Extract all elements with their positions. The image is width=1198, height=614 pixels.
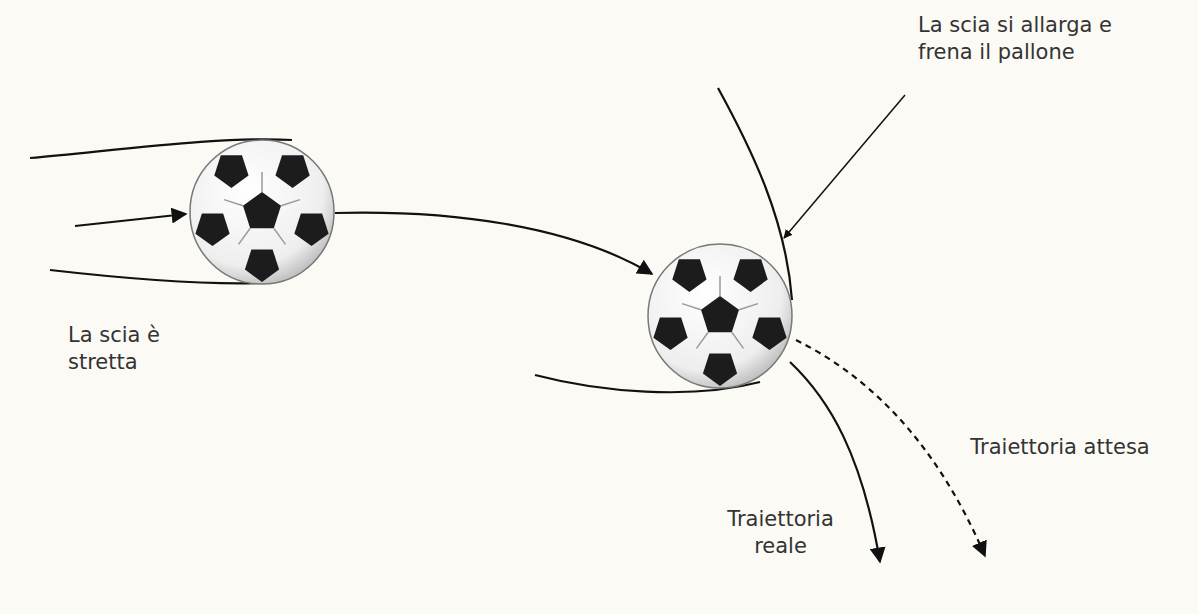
leader-line [784, 95, 905, 238]
soccer-ball [190, 140, 334, 284]
soccer-ball [648, 244, 792, 388]
caption-label: Traiettoria reale [698, 506, 863, 561]
real-trajectory [790, 362, 880, 562]
flow-arrow [75, 214, 186, 226]
caption-label: Traiettoria attesa [970, 434, 1150, 461]
caption-label: La scia si allarga e frena il pallone [918, 12, 1158, 67]
trajectory-line [335, 213, 652, 274]
caption-label: La scia è stretta [68, 322, 208, 377]
